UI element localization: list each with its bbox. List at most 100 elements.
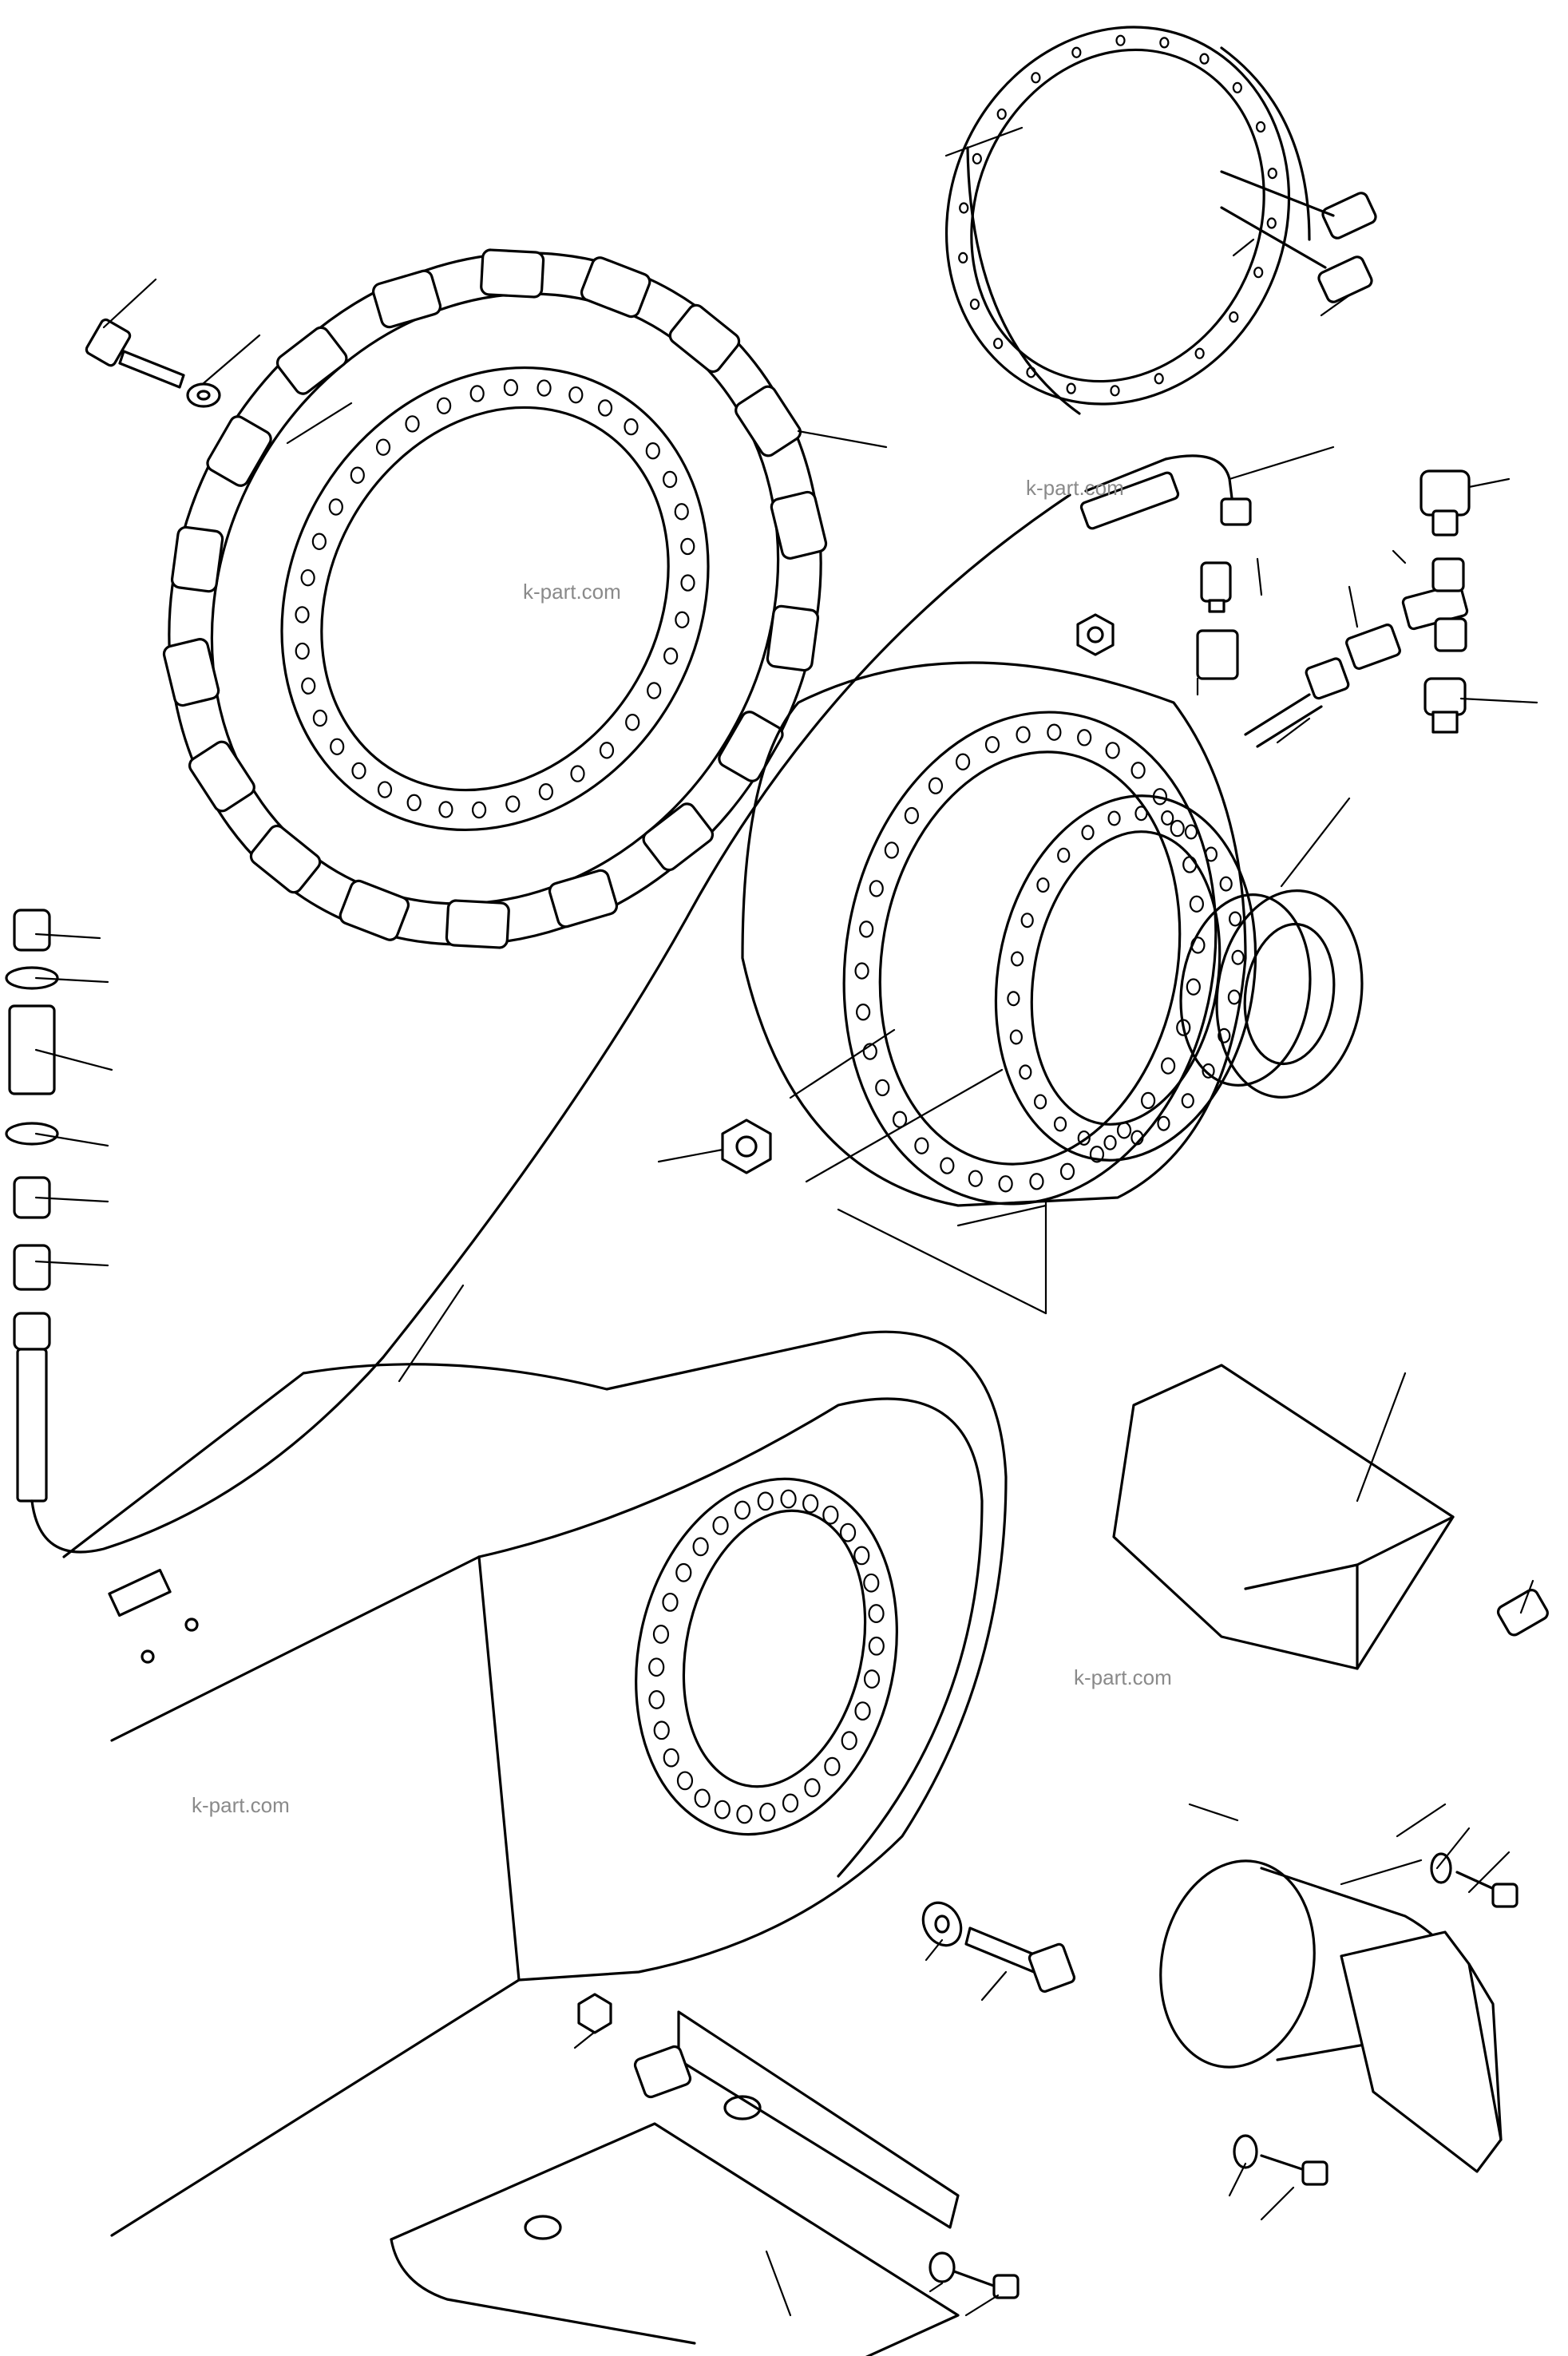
motor-bolt-bottom	[1260, 2154, 1328, 2186]
hub-hole-inner	[1161, 810, 1174, 826]
sprocket-hole	[570, 765, 585, 782]
leader-line	[1519, 1579, 1534, 1614]
grease-hose	[1079, 454, 1252, 530]
hub-hole-inner	[1081, 825, 1095, 841]
sprocket-hole	[438, 801, 453, 818]
drum-bolt-holes	[958, 34, 1277, 397]
guard-bolt	[952, 2270, 1020, 2299]
drum-hole	[958, 251, 968, 264]
drum-hole	[1194, 347, 1205, 359]
drum-hole	[969, 298, 980, 311]
frame-hole	[863, 1573, 880, 1593]
hub-hole-inner	[1033, 1094, 1047, 1110]
sprocket-hole	[311, 533, 327, 550]
leader-line	[102, 278, 157, 329]
drum-hole	[1031, 72, 1041, 84]
drum-hole	[1253, 267, 1264, 279]
sprocket-hole	[377, 781, 393, 798]
sprocket-tooth	[188, 740, 255, 813]
leader-line	[1392, 549, 1407, 564]
hub-hole	[884, 841, 899, 859]
hub-nut	[721, 1119, 772, 1174]
drum-hole	[1229, 311, 1239, 323]
hub-hole-inner	[1009, 1029, 1023, 1045]
hub-hole-inner	[1204, 846, 1218, 862]
drum-bolt-upper	[1220, 170, 1377, 240]
leader-lines	[34, 126, 1538, 2317]
watermark-2: k-part.com	[1026, 476, 1124, 500]
leader-line	[1459, 697, 1538, 704]
drum-hole	[972, 152, 982, 164]
leader-line	[1188, 1803, 1239, 1822]
guard-washer	[929, 2251, 956, 2283]
sprocket-hole	[469, 385, 485, 402]
sprocket-hole	[503, 378, 519, 397]
leader-line	[837, 1208, 1047, 1315]
leader-line	[1467, 1851, 1511, 1894]
sprocket-hole	[300, 568, 315, 587]
stack-hose-end	[13, 1312, 51, 1351]
hub-hole-inner	[1231, 949, 1245, 965]
drum-hole	[993, 338, 1004, 350]
sprocket-tooth	[162, 638, 220, 707]
frame-washer	[921, 1901, 963, 1947]
leader-line	[398, 1284, 465, 1383]
sprocket-hole	[680, 537, 695, 556]
sprocket-hole	[312, 709, 327, 727]
sprocket-tooth	[766, 604, 820, 672]
stack-washer-top	[5, 966, 59, 990]
hub-hole	[1189, 895, 1204, 913]
leader-line	[797, 430, 888, 449]
hub-hole-inner	[1036, 877, 1050, 893]
sprocket-hole	[645, 442, 660, 460]
sprocket-hole	[538, 783, 553, 801]
sprocket-bolt	[85, 318, 185, 389]
sprocket-tooth	[668, 303, 741, 374]
frame-hole	[663, 1748, 679, 1768]
leader-line	[944, 126, 1024, 157]
hub-hole	[1047, 723, 1062, 741]
sprocket-hole	[350, 466, 365, 484]
stack-hose	[16, 1348, 48, 1503]
frame-hole	[868, 1604, 885, 1623]
hub-hole-inner	[1019, 1064, 1032, 1080]
sprocket-tooth	[170, 525, 224, 593]
frame-hole	[841, 1731, 857, 1751]
sprocket-hole	[437, 397, 452, 414]
sprocket-tooth	[445, 899, 510, 949]
sprocket-hole	[406, 794, 422, 812]
hub-hole	[1141, 1091, 1156, 1110]
hub-hole-inner	[1057, 847, 1071, 863]
leader-line	[1348, 585, 1359, 628]
motor-bolt-top	[1455, 1871, 1519, 1908]
hub-hole-inner	[1181, 1093, 1194, 1109]
hub-hole	[869, 880, 884, 897]
frame-hole	[648, 1657, 665, 1677]
leader-line	[1260, 2186, 1295, 2221]
hub-hole-inner	[1007, 991, 1020, 1007]
sprocket-hole	[568, 386, 584, 404]
leader-line	[34, 1196, 109, 1203]
watermark-4: k-part.com	[192, 1793, 290, 1817]
grease-fitting-small	[1200, 561, 1232, 613]
hub-hole	[968, 1170, 983, 1187]
grease-line	[30, 493, 1071, 1554]
hub-hole-inner	[1130, 1130, 1144, 1146]
hub-hole	[955, 753, 971, 770]
sprocket-hole	[663, 470, 678, 489]
hub-hole	[859, 921, 874, 938]
sprocket-tooth	[275, 326, 348, 395]
frame-hole	[822, 1505, 839, 1525]
watermark-3: k-part.com	[1074, 1665, 1172, 1689]
frame-hole	[675, 1562, 692, 1582]
drum-hole	[1115, 34, 1126, 46]
sprocket-hole	[599, 742, 615, 759]
drum-hole	[1159, 37, 1170, 49]
hub-hole	[1182, 856, 1198, 873]
leader-line	[1280, 797, 1351, 888]
hub-hole	[1116, 1122, 1132, 1139]
frame-hole	[692, 1537, 709, 1557]
sprocket-hole	[597, 399, 613, 417]
sprocket-hole	[330, 738, 345, 755]
